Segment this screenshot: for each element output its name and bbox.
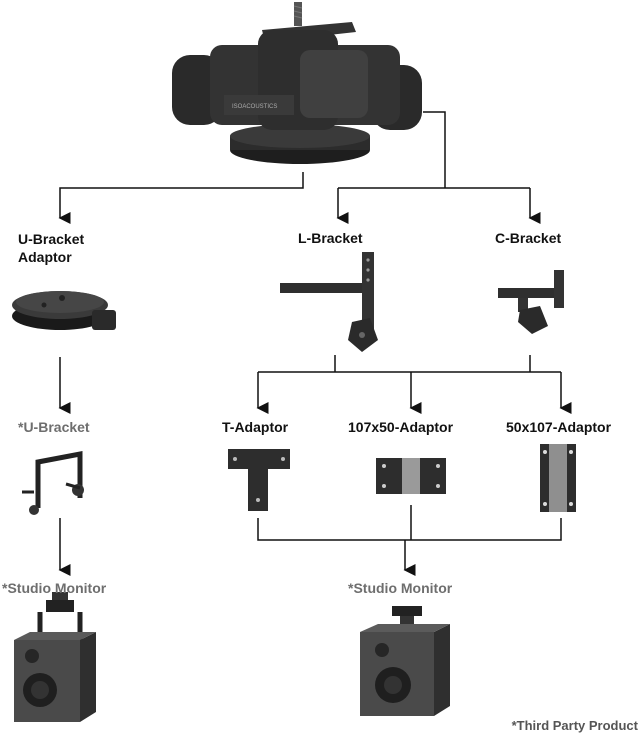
label-c-bracket: C-Bracket — [495, 230, 562, 246]
footnote-third-party: *Third Party Product — [511, 718, 638, 733]
l-bracket-image — [280, 252, 378, 352]
label-t-adaptor: T-Adaptor — [222, 419, 289, 435]
ceiling-mount-image: ISOACOUSTICS — [172, 2, 422, 164]
line-mount-right — [423, 111, 446, 188]
brand-text: ISOACOUSTICS — [232, 104, 277, 110]
adaptor-50x107-image — [540, 444, 576, 512]
adaptor-107x50-image — [376, 458, 446, 494]
t-adaptor-image — [228, 449, 290, 511]
label-studio-monitor-left: *Studio Monitor — [2, 580, 107, 596]
studio-monitor-left-image — [14, 592, 96, 722]
label-studio-monitor-right: *Studio Monitor — [348, 580, 453, 596]
adaptor-bus-bottom — [257, 518, 562, 541]
c-bracket-image — [498, 270, 564, 334]
label-l-bracket: L-Bracket — [298, 230, 363, 246]
arrow-to-u-bracket-adaptor — [58, 172, 304, 224]
label-50x107-adaptor: 50x107-Adaptor — [506, 419, 612, 435]
label-107x50-adaptor: 107x50-Adaptor — [348, 419, 454, 435]
label-u-bracket-adaptor: U-Bracket Adaptor — [18, 231, 85, 265]
u-bracket-image — [22, 450, 84, 515]
label-u-bracket: *U-Bracket — [18, 419, 90, 435]
u-bracket-adaptor-image — [12, 291, 116, 330]
studio-monitor-right-image — [360, 606, 450, 716]
